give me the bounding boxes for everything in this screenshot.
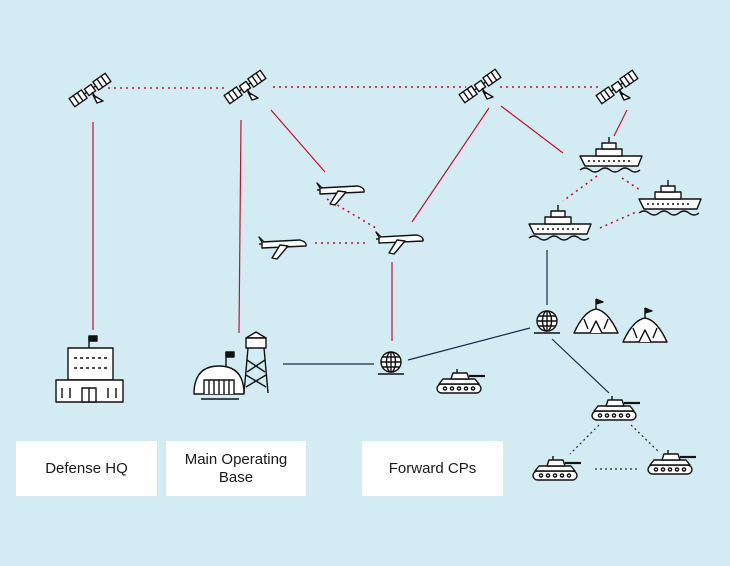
forward-cps-label: Forward CPs — [362, 441, 503, 496]
tent-icon — [573, 298, 619, 334]
ground-links — [283, 250, 660, 470]
drone-icon — [316, 182, 365, 206]
ship-icon — [638, 179, 702, 216]
satellite-links — [92, 86, 641, 341]
radar-dome-icon — [533, 310, 561, 334]
tank-icon — [590, 394, 642, 422]
ship-icon — [528, 204, 592, 241]
building-icon — [55, 335, 124, 403]
tank-icon — [531, 454, 583, 482]
radar-dome-icon — [377, 351, 405, 375]
tank-icon — [435, 367, 487, 395]
tank-icon — [646, 448, 698, 476]
satellite-icon — [458, 68, 502, 104]
ship-icon — [579, 136, 643, 173]
defense-hq-text: Defense HQ — [45, 459, 128, 477]
main-operating-base-label: Main Operating Base — [166, 441, 306, 496]
hangar-tower-icon — [193, 331, 269, 400]
drone-icon — [258, 236, 307, 260]
tent-icon — [622, 307, 668, 343]
main-operating-base-text: Main Operating Base — [184, 450, 288, 486]
satellite-icon — [595, 69, 639, 105]
satellite-icon — [223, 69, 267, 105]
satellite-icon — [68, 72, 112, 108]
defense-hq-label: Defense HQ — [16, 441, 157, 496]
drone-icon — [375, 231, 424, 255]
forward-cps-text: Forward CPs — [388, 459, 477, 477]
